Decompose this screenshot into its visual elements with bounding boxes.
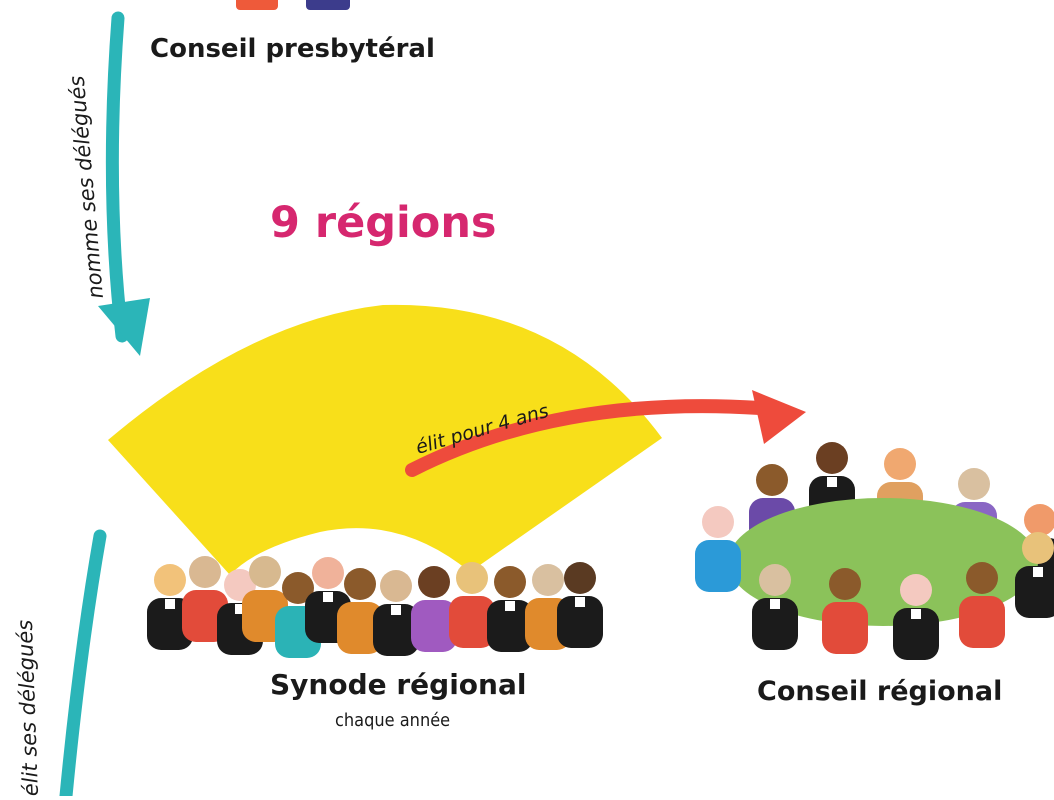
green-table xyxy=(728,498,1038,626)
conseil-presbyteral-label: Conseil presbytéral xyxy=(150,34,435,64)
synode-person xyxy=(275,572,321,658)
synode-person xyxy=(337,568,383,654)
table-front-figures xyxy=(695,506,1054,660)
synode-person xyxy=(557,562,603,648)
council-person-front xyxy=(695,506,741,592)
council-person-front xyxy=(959,562,1005,648)
elit-delegues-text: élit ses délégués xyxy=(13,619,43,796)
conseil-regional-group xyxy=(695,442,1054,660)
red-arrow-elit xyxy=(405,390,806,477)
synode-crowd xyxy=(147,556,603,658)
conseil-regional-label: Conseil régional xyxy=(757,676,1003,707)
teal-arrow-elit xyxy=(59,529,107,800)
regions-title: 9 régions xyxy=(270,198,497,248)
synode-person xyxy=(147,564,193,650)
council-person-front xyxy=(1015,532,1054,618)
chaque-annee-label: chaque année xyxy=(335,710,451,731)
synode-person xyxy=(182,556,228,642)
synode-person xyxy=(411,566,457,652)
synode-regional-label: Synode régional xyxy=(270,668,527,701)
council-person-front xyxy=(752,564,798,650)
council-person-front xyxy=(893,574,939,660)
yellow-fan-regions xyxy=(108,304,662,575)
synode-person xyxy=(373,570,419,656)
council-person-front xyxy=(822,568,868,654)
conseil-presbyteral-figures xyxy=(236,0,350,10)
synode-person xyxy=(449,562,495,648)
teal-arrow-nomme xyxy=(98,11,150,356)
synode-person xyxy=(487,566,533,652)
nomme-delegues-text: nomme ses délégués xyxy=(65,75,108,300)
